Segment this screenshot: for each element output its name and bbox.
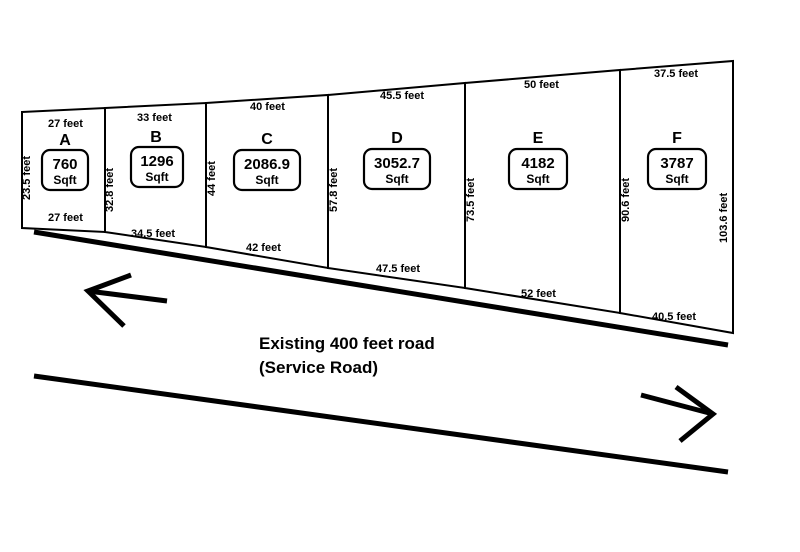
plot-a-letter: A — [59, 132, 71, 149]
plot-c-area-badge[interactable] — [232, 148, 302, 192]
plot-group-f: 37.5 feet 40.5 feet 90.6 feet 103.6 feet… — [620, 68, 730, 323]
plot-f-letter: F — [672, 130, 682, 147]
plot-f-left-dimension: 90.6 feet — [620, 178, 632, 222]
plot-f-top-dimension: 37.5 feet — [654, 68, 698, 80]
plot-d-area-unit: Sqft — [385, 172, 408, 186]
plot-a-area-value: 760 — [52, 156, 77, 173]
road-upper-edge — [33, 229, 729, 348]
plot-group-d: 45.5 feet 47.5 feet 57.8 feet D 3052.7 S… — [328, 90, 432, 275]
plot-shape-e[interactable] — [464, 68, 621, 315]
plot-e-top-dimension: 50 feet — [524, 79, 559, 91]
plot-a-bottom-dimension: 27 feet — [48, 212, 83, 224]
plot-d-area-badge[interactable] — [362, 147, 432, 191]
plot-shape-f[interactable] — [619, 59, 734, 335]
east-direction-arrow-shaft — [640, 392, 714, 417]
plot-b-bottom-dimension: 34.5 feet — [131, 228, 175, 240]
plot-c-top-dimension: 40 feet — [250, 101, 285, 113]
plot-a-top-dimension: 27 feet — [48, 118, 83, 130]
plot-d-left-dimension: 57.8 feet — [328, 168, 340, 212]
plot-d-letter: D — [391, 130, 403, 147]
plot-f-area-value: 3787 — [660, 155, 693, 172]
plot-c-area-value: 2086.9 — [244, 156, 290, 173]
plot-d-top-dimension: 45.5 feet — [380, 90, 424, 102]
plot-b-area-value: 1296 — [140, 153, 173, 170]
plot-a-left-dimension: 23.5 feet — [21, 156, 33, 200]
plot-e-left-dimension: 73.5 feet — [465, 178, 477, 222]
plot-b-letter: B — [150, 129, 162, 146]
plot-f-area-badge[interactable] — [646, 147, 708, 191]
plot-c-area-unit: Sqft — [255, 173, 278, 187]
plot-c-left-dimension: 44 feet — [206, 161, 218, 196]
plot-group-a: 27 feet 27 feet 23.5 feet A 760 Sqft — [21, 118, 90, 224]
plot-e-bottom-dimension: 52 feet — [521, 288, 556, 300]
road-label-line-1: Existing 400 feet road — [259, 334, 435, 353]
plot-b-top-dimension: 33 feet — [137, 112, 172, 124]
plot-c-letter: C — [261, 131, 273, 148]
plot-c-bottom-dimension: 42 feet — [246, 242, 281, 254]
plot-b-area-badge[interactable] — [129, 145, 185, 189]
plot-b-area-unit: Sqft — [145, 170, 168, 184]
plot-d-bottom-dimension: 47.5 feet — [376, 263, 420, 275]
plot-e-area-value: 4182 — [521, 155, 554, 172]
plot-group-b: 33 feet 34.5 feet 32.8 feet B 1296 Sqft — [104, 112, 185, 240]
service-road: Existing 400 feet road (Service Road) — [33, 229, 729, 475]
plot-b-left-dimension: 32.8 feet — [104, 168, 116, 212]
plot-e-letter: E — [533, 130, 544, 147]
plot-a-area-unit: Sqft — [53, 173, 76, 187]
plot-f-right-dimension: 103.6 feet — [718, 193, 730, 243]
plot-f-bottom-dimension: 40.5 feet — [652, 311, 696, 323]
plot-f-area-unit: Sqft — [665, 172, 688, 186]
plot-d-area-value: 3052.7 — [374, 155, 420, 172]
plot-group-e: 50 feet 52 feet 73.5 feet E 4182 Sqft — [465, 79, 569, 300]
road-label-line-2: (Service Road) — [259, 358, 378, 377]
plot-e-area-badge[interactable] — [507, 147, 569, 191]
road-lower-edge — [33, 373, 729, 475]
plot-e-area-unit: Sqft — [526, 172, 549, 186]
plot-group-c: 40 feet 42 feet 44 feet C 2086.9 Sqft — [206, 101, 302, 254]
west-direction-arrow-shaft — [87, 288, 168, 304]
plot-a-area-badge[interactable] — [40, 148, 90, 192]
